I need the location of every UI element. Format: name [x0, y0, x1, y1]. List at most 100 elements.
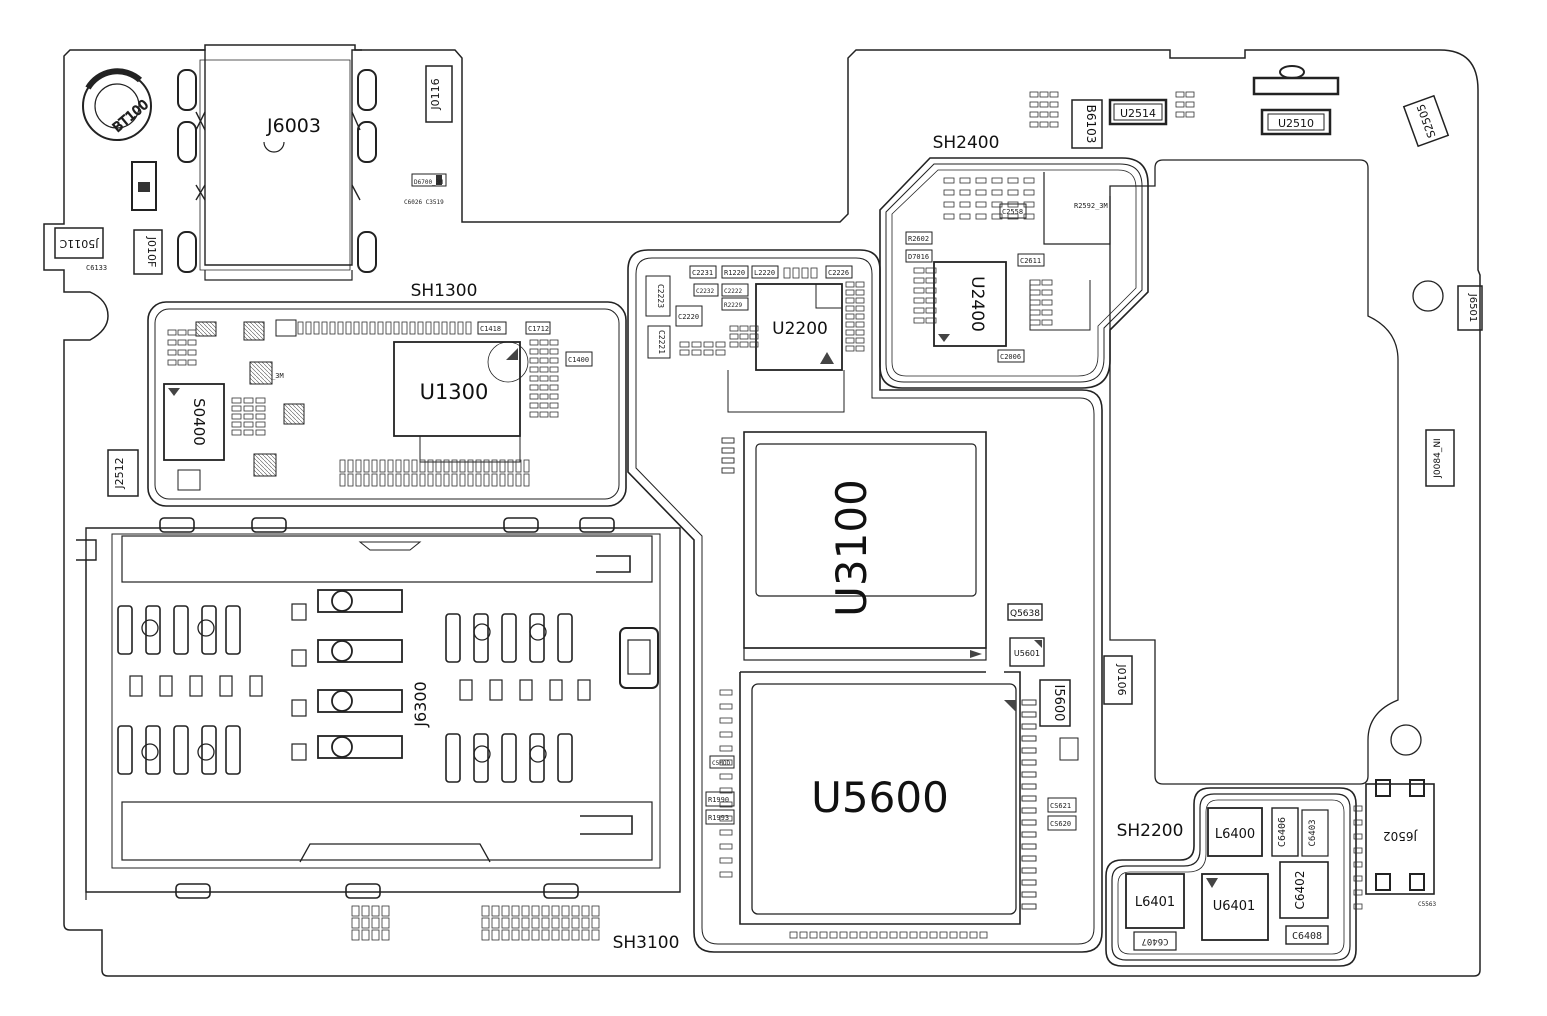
bt100-label: BT100: [110, 97, 152, 135]
passive-component: [1041, 279, 1053, 286]
passive-component: [799, 931, 808, 939]
passive-component: [1021, 711, 1037, 718]
passive-component: [1021, 903, 1037, 910]
passive-component: [539, 402, 549, 409]
passive-component: [411, 473, 418, 487]
passive-component: [371, 459, 378, 473]
passive-component: [691, 349, 702, 356]
passive-component: [913, 277, 925, 284]
passive-component: [521, 917, 530, 929]
svg-text:L2220: L2220: [754, 269, 775, 277]
passive-component: [351, 929, 360, 941]
svg-text:U6401: U6401: [1213, 899, 1256, 914]
passive-component: [1049, 111, 1059, 118]
passive-component: [255, 413, 266, 420]
passive-component: [549, 366, 559, 373]
svg-text:J010F: J010F: [145, 236, 158, 268]
right-cutout: [1109, 159, 1444, 785]
passive-component: [539, 375, 549, 382]
passive-component: [231, 421, 242, 428]
svg-text:C5MOD: C5MOD: [712, 760, 730, 767]
passive-component: [1021, 723, 1037, 730]
passive-component: [1021, 795, 1037, 802]
svg-text:I5600: I5600: [1051, 685, 1066, 722]
passive-component: [721, 447, 735, 454]
passive-component: [481, 929, 490, 941]
passive-component: [949, 931, 958, 939]
passive-component: [457, 321, 464, 335]
passive-component: [501, 917, 510, 929]
svg-text:R1990: R1990: [708, 796, 729, 804]
passive-component: [523, 473, 530, 487]
passive-component: [719, 745, 733, 752]
svg-text:C6407: C6407: [1141, 936, 1168, 946]
sh3100-label: SH3100: [613, 933, 680, 953]
passive-component: [501, 905, 510, 917]
svg-text:C6408: C6408: [1292, 931, 1322, 942]
chip-u2400: U2400: [933, 261, 1007, 347]
passive-component: [339, 473, 346, 487]
passive-component: [177, 359, 187, 366]
passive-component: [845, 321, 855, 328]
svg-text:U2200: U2200: [772, 319, 828, 339]
svg-text:R1993: R1993: [708, 814, 729, 822]
passive-component: [243, 397, 254, 404]
passive-component: [1007, 201, 1019, 208]
passive-component: [749, 333, 759, 340]
connector-j6003: J6003: [177, 49, 377, 281]
svg-text:U2400: U2400: [967, 276, 987, 332]
passive-component: [829, 931, 838, 939]
svg-text:J6501: J6501: [1467, 293, 1478, 322]
passive-component: [719, 759, 733, 766]
passive-component: [1021, 831, 1037, 838]
passive-component: [591, 917, 600, 929]
connector-s2505: S2505: [1402, 94, 1450, 148]
svg-text:C2223: C2223: [656, 284, 665, 308]
passive-component: [529, 357, 539, 364]
passive-component: [551, 905, 560, 917]
passive-component: [541, 917, 550, 929]
passive-component: [539, 411, 549, 418]
passive-component: [1021, 855, 1037, 862]
svg-text:CS621: CS621: [1050, 802, 1071, 810]
passive-component: [243, 429, 254, 436]
svg-text:CS620: CS620: [1050, 820, 1071, 828]
passive-component: [1021, 867, 1037, 874]
passive-component: [721, 447, 735, 454]
passive-component: [855, 313, 865, 320]
passive-component: [467, 459, 474, 473]
passive-component: [427, 473, 434, 487]
passive-component: [1185, 111, 1195, 118]
svg-text:U2510: U2510: [1278, 117, 1314, 130]
j6300-label: J6300: [411, 681, 430, 727]
passive-component: [549, 393, 559, 400]
passive-component: [979, 931, 988, 939]
passive-component: [499, 459, 506, 473]
passive-component: [1021, 759, 1037, 766]
passive-component: [889, 931, 898, 939]
component-fuse: [131, 161, 157, 211]
passive-component: [1007, 189, 1019, 196]
connector-j6300: [76, 517, 681, 900]
passive-component: [231, 413, 242, 420]
passive-component: [1021, 807, 1037, 814]
passive-component: [719, 703, 733, 710]
passive-component: [1021, 771, 1037, 778]
passive-component: [925, 297, 937, 304]
svg-text:C5563: C5563: [1418, 901, 1436, 908]
passive-component: [749, 325, 759, 332]
passive-component: [481, 917, 490, 929]
passive-component: [721, 467, 735, 474]
passive-component: [549, 384, 559, 391]
passive-component: [959, 213, 971, 220]
svg-text:C2558: C2558: [1002, 208, 1023, 216]
passive-component: [401, 321, 408, 335]
sh1300-small-components: C1418 C1712 C1400 F1003_3M: [177, 319, 593, 491]
svg-text:C2221: C2221: [657, 330, 666, 354]
svg-text:U2514: U2514: [1120, 107, 1156, 120]
passive-component: [371, 473, 378, 487]
passive-component: [919, 931, 928, 939]
passive-component: [351, 917, 360, 929]
passive-component: [339, 459, 346, 473]
u5600-label: U5600: [811, 773, 949, 822]
